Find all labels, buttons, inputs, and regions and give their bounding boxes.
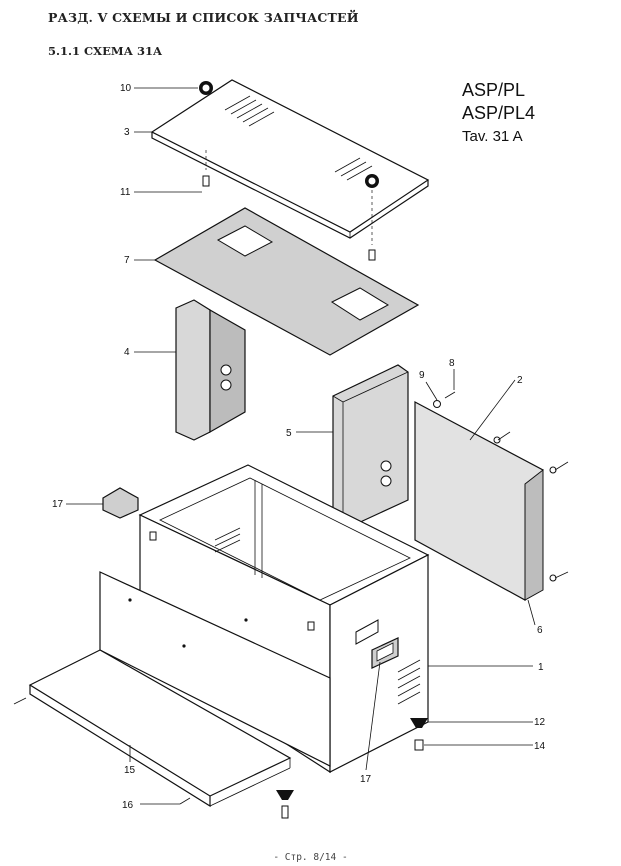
scheme-title: 5.1.1 СХЕМА 31A	[48, 44, 162, 58]
model-code-2: ASP/PL4	[462, 103, 536, 123]
right-side-panel	[332, 364, 409, 531]
callout-15: 15	[124, 765, 136, 776]
shelf-tray	[28, 571, 331, 808]
left-side-panel	[175, 299, 246, 441]
handle-icon	[371, 637, 399, 669]
model-code-1: ASP/PL	[462, 80, 526, 100]
screw-icon	[202, 150, 376, 261]
top-cover-panel	[150, 79, 430, 239]
callout-12: 12	[534, 717, 546, 728]
callout-6: 6	[537, 625, 543, 636]
section-title: РАЗД. V СХЕМЫ И СПИСОК ЗАПЧАСТЕЙ	[48, 10, 359, 25]
callout-17-handle: 17	[360, 774, 372, 785]
leader-lines	[66, 87, 536, 805]
table-reference: Tav. 31 A	[462, 128, 523, 145]
callout-4: 4	[124, 347, 130, 358]
callout-16: 16	[122, 800, 134, 811]
callout-8: 8	[449, 358, 455, 369]
callout-10: 10	[120, 83, 132, 94]
callout-2: 2	[517, 375, 523, 386]
bracket-icon	[102, 487, 139, 519]
foot-icon	[276, 718, 428, 800]
callout-3: 3	[124, 127, 130, 138]
callout-11: 11	[120, 187, 131, 198]
callout-1: 1	[538, 662, 544, 673]
gasket-plate	[153, 207, 420, 356]
bolt-icon	[13, 697, 424, 819]
callout-5: 5	[286, 428, 292, 439]
washer-icon	[433, 391, 456, 408]
callout-17-bracket: 17	[52, 499, 64, 510]
knob-icon	[199, 81, 379, 188]
callout-9: 9	[419, 370, 425, 381]
back-panel	[414, 401, 569, 601]
callout-7: 7	[124, 255, 130, 266]
callout-14: 14	[534, 741, 546, 752]
page-footer: - Стр. 8/14 -	[273, 852, 348, 863]
